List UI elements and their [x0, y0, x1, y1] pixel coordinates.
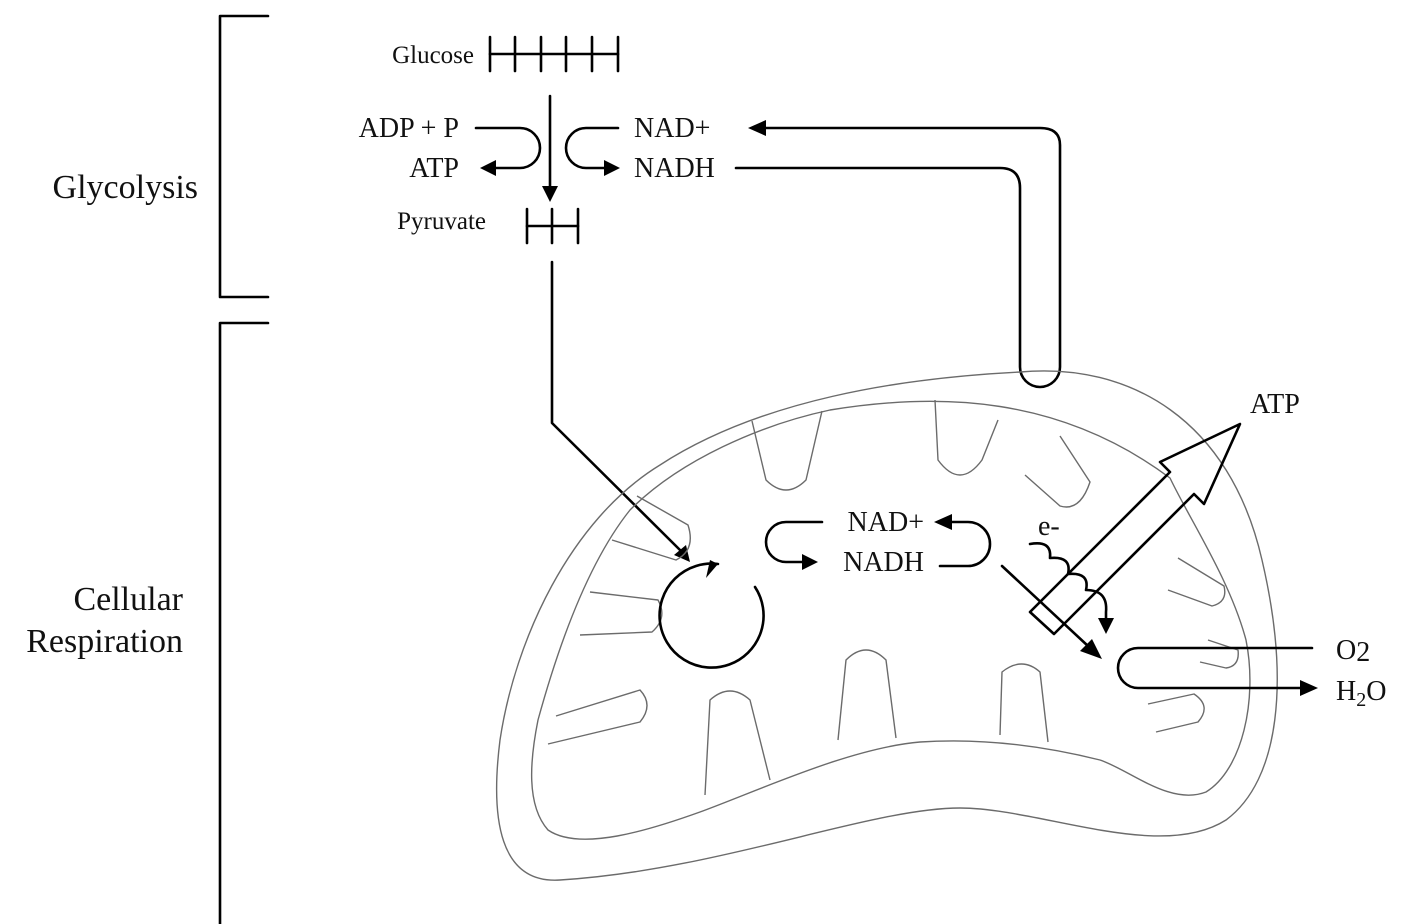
- nad-plus-mito-label: NAD+: [848, 507, 924, 538]
- electron-transport-path: [1028, 542, 1114, 634]
- glycolysis-arrow: [542, 94, 558, 202]
- nad-plus-glycolysis-label: NAD+: [634, 113, 710, 144]
- water-label: H2O: [1336, 676, 1386, 711]
- pyruvate-to-krebs-arrow: [550, 260, 690, 562]
- water-o: O: [1366, 676, 1386, 707]
- oxygen-label: O2: [1336, 635, 1370, 668]
- nadh-shuttle-pipe: [734, 120, 1062, 389]
- cellular-stage-label: Cellular: [73, 581, 183, 618]
- inner-membrane: [530, 400, 1251, 840]
- respiration-stage-label: Respiration: [26, 623, 183, 660]
- water-h: H: [1336, 676, 1356, 707]
- electron-label: e-: [1038, 511, 1060, 542]
- atp-synthase: [1028, 422, 1242, 636]
- atp-glycolysis-label: ATP: [409, 153, 459, 184]
- atp-output-label: ATP: [1250, 389, 1300, 420]
- cellular-respiration-bracket: [218, 321, 270, 924]
- pyruvate-label: Pyruvate: [397, 208, 486, 235]
- krebs-cycle: [658, 560, 765, 669]
- outer-membrane: [495, 370, 1278, 881]
- glucose-carbon-chain: [488, 35, 620, 73]
- water-subscript: 2: [1356, 689, 1366, 711]
- cristae: [547, 399, 1239, 796]
- glycolysis-bracket: [218, 14, 270, 299]
- atp-production-arrow: [474, 126, 542, 176]
- oxygen-symbol: O: [1336, 635, 1356, 666]
- mitochondrion: [495, 370, 1278, 881]
- oxygen-to-water-arrow: [1116, 646, 1318, 696]
- nadh-oxidation-arrow: [934, 514, 992, 568]
- pyruvate-carbon-chain: [525, 207, 580, 245]
- krebs-nad-reduction-arrow: [764, 520, 824, 570]
- nad-reduction-arrow: [564, 126, 620, 176]
- nadh-to-etc-arrow: [1000, 564, 1102, 659]
- nadh-glycolysis-label: NADH: [634, 153, 715, 184]
- nadh-mito-label: NADH: [843, 547, 924, 578]
- oxygen-subscript: 2: [1356, 637, 1370, 668]
- glycolysis-stage-label: Glycolysis: [53, 169, 198, 206]
- glucose-label: Glucose: [392, 42, 474, 69]
- adp-p-label: ADP + P: [359, 113, 459, 144]
